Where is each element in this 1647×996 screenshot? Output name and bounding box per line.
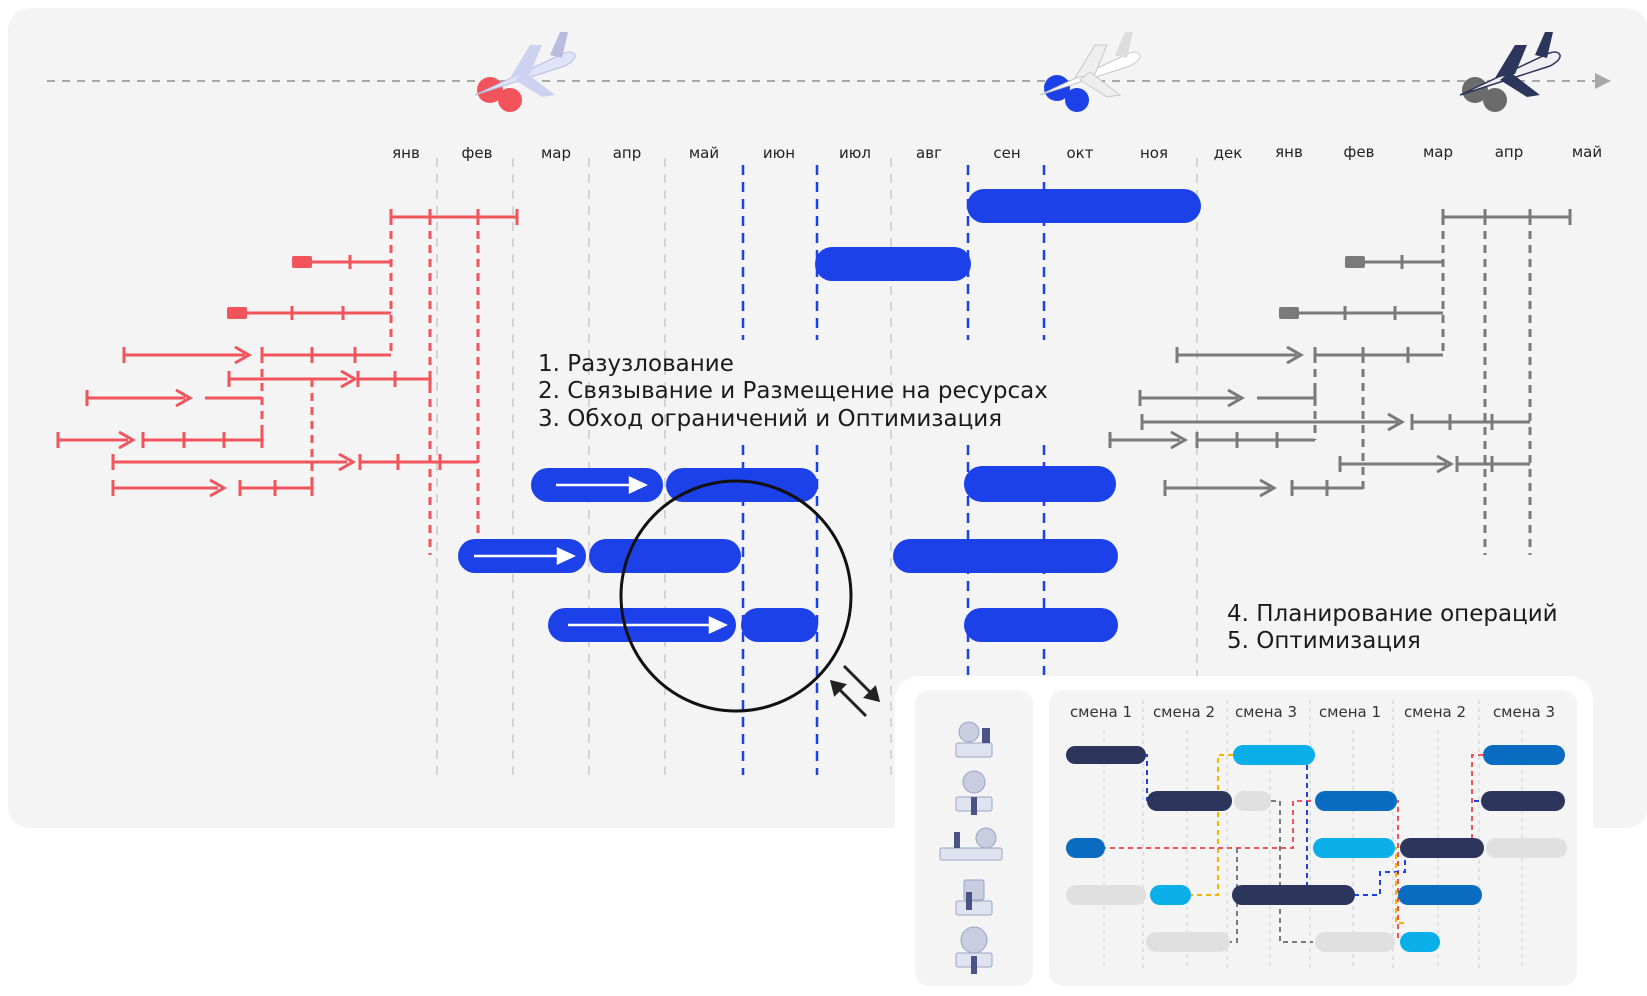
step-2-label: 2. Связывание и Размещение на ресурсах — [538, 378, 1048, 404]
airplane-red-icon — [474, 32, 576, 112]
shift-label: смена 1 — [1070, 703, 1132, 721]
milling-machine-icon — [939, 827, 1003, 861]
shift-label: смена 2 — [1404, 703, 1466, 721]
operation-bar — [1066, 885, 1146, 905]
month-label: дек — [1214, 144, 1243, 162]
background-panel — [8, 8, 1647, 828]
month-label: июн — [763, 144, 795, 162]
month-label: мар — [1423, 143, 1453, 161]
month-label: апр — [1495, 143, 1524, 161]
month-label: апр — [613, 144, 642, 162]
shift-label: смена 1 — [1319, 703, 1381, 721]
month-label: фев — [1344, 143, 1375, 161]
operation-bar — [1313, 838, 1395, 858]
shift-label: смена 3 — [1493, 703, 1555, 721]
operation-bar — [1481, 791, 1565, 811]
swap-arrows-icon — [829, 664, 881, 718]
operation-bar — [1147, 791, 1232, 811]
month-label: май — [1572, 143, 1602, 161]
resource-bar — [964, 466, 1116, 502]
operation-bar — [1398, 885, 1482, 905]
red-start-marker — [292, 256, 312, 268]
step-1-label: 1. Разузлование — [538, 351, 734, 377]
operation-bar — [1150, 885, 1191, 905]
month-axis: янв фев мар апр май июн июл авг сен окт … — [392, 143, 1602, 162]
resource-bar — [589, 539, 741, 573]
schedule-card: смена 1 смена 2 смена 3 смена 1 смена 2 … — [895, 676, 1593, 996]
operation-bar — [1233, 745, 1315, 765]
month-label: янв — [1275, 143, 1303, 161]
shift-label: смена 3 — [1235, 703, 1297, 721]
red-bom-tree — [56, 209, 519, 555]
resource-bar — [967, 189, 1201, 223]
operation-bar — [1146, 932, 1230, 952]
gray-start-marker — [1279, 307, 1299, 319]
airplane-blue-icon — [1039, 32, 1141, 112]
grinding-machine-icon — [955, 926, 993, 974]
month-gridlines — [436, 158, 1198, 775]
press-machine-icon — [955, 879, 993, 916]
gray-bom-tree — [1108, 209, 1572, 555]
resource-bar — [666, 468, 818, 502]
operation-bar — [1315, 791, 1397, 811]
red-start-marker — [227, 307, 247, 319]
operation-bar — [1400, 838, 1484, 858]
operation-bar — [1486, 838, 1567, 858]
step-3-label: 3. Обход ограничений и Оптимизация — [538, 406, 1002, 432]
month-label: авг — [916, 144, 942, 162]
resource-bar — [741, 608, 818, 642]
gray-start-marker — [1345, 256, 1365, 268]
machines-panel — [915, 690, 1033, 986]
resource-bar — [815, 247, 971, 281]
step-4-label: 4. Планирование операций — [1227, 601, 1558, 627]
month-label: июл — [839, 144, 871, 162]
operation-bar — [1066, 746, 1146, 764]
month-label: янв — [392, 144, 420, 162]
shift-label: смена 2 — [1153, 703, 1215, 721]
operation-bar — [1066, 838, 1105, 858]
month-label: окт — [1067, 144, 1094, 162]
operation-bar — [1232, 885, 1355, 905]
magnifier-circle-icon — [619, 479, 853, 713]
resource-bar — [893, 539, 1118, 573]
resource-bar — [964, 608, 1118, 642]
airplane-dark-icon — [1459, 32, 1561, 112]
drill-machine-icon — [955, 770, 993, 815]
month-label: ноя — [1140, 144, 1168, 162]
month-label: май — [689, 144, 719, 162]
operation-bar — [1234, 791, 1271, 811]
scheduled-bars — [458, 466, 1118, 642]
month-label: сен — [993, 144, 1020, 162]
timeline-arrow — [47, 73, 1611, 89]
shift-grid-panel — [1049, 690, 1577, 986]
operation-bar — [1400, 932, 1440, 952]
month-label: фев — [462, 144, 493, 162]
step-5-label: 5. Оптимизация — [1227, 628, 1421, 654]
operation-bar — [1483, 745, 1565, 765]
month-label: мар — [541, 144, 571, 162]
operation-bars — [1066, 745, 1567, 952]
operation-bar — [1315, 932, 1395, 952]
lathe-machine-icon — [955, 721, 993, 758]
